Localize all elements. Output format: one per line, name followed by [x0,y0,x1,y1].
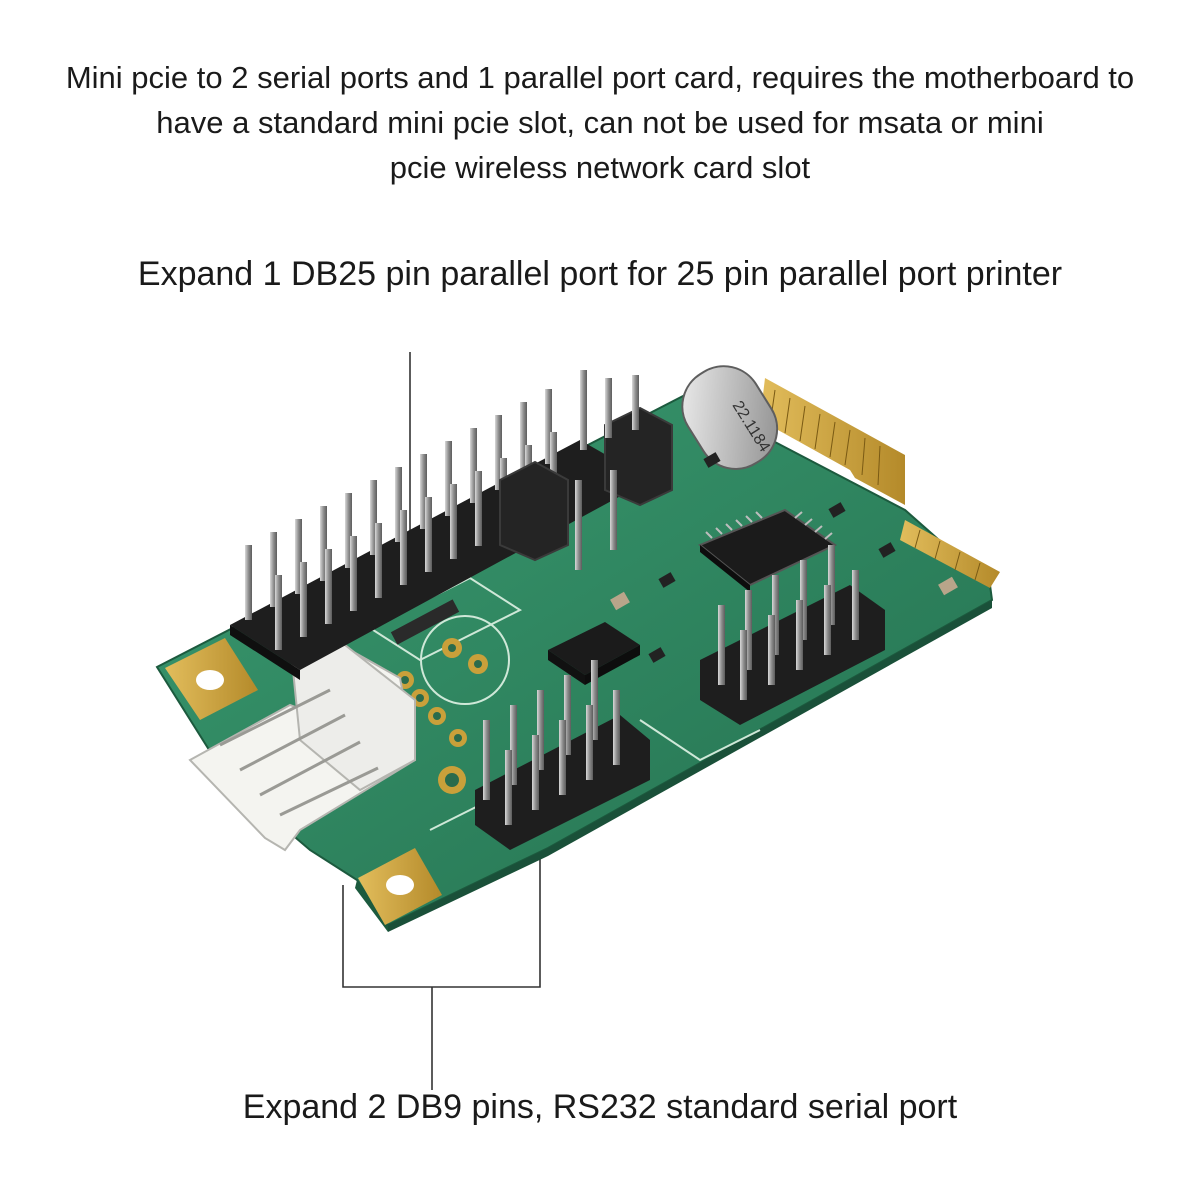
description-line: pcie wireless network card slot [389,150,811,185]
power-connector [188,638,417,852]
controller-chip [698,508,837,592]
parallel-port-callout: Expand 1 DB25 pin parallel port for 25 p… [137,255,1063,293]
product-description: Mini pcie to 2 serial ports and 1 parall… [0,55,1200,190]
edge-connector-fingers [760,378,1000,588]
serial-port-header-1 [700,545,885,725]
serial-port-header-2 [475,660,650,850]
description-line: Mini pcie to 2 serial ports and 1 parall… [65,60,1135,95]
voltage-regulator [548,622,640,685]
smd-components [390,452,958,663]
mounting-pad-left [165,638,258,720]
serial-port-callout: Expand 2 DB9 pins, RS232 standard serial… [242,1088,958,1126]
mounting-pad-bottom [358,848,442,925]
description-line: have a standard mini pcie slot, can not … [156,105,1044,140]
serial-bracket-line [342,848,541,988]
crystal-oscillator: 22.1184 [681,365,779,470]
jumper-blocks [499,370,673,570]
